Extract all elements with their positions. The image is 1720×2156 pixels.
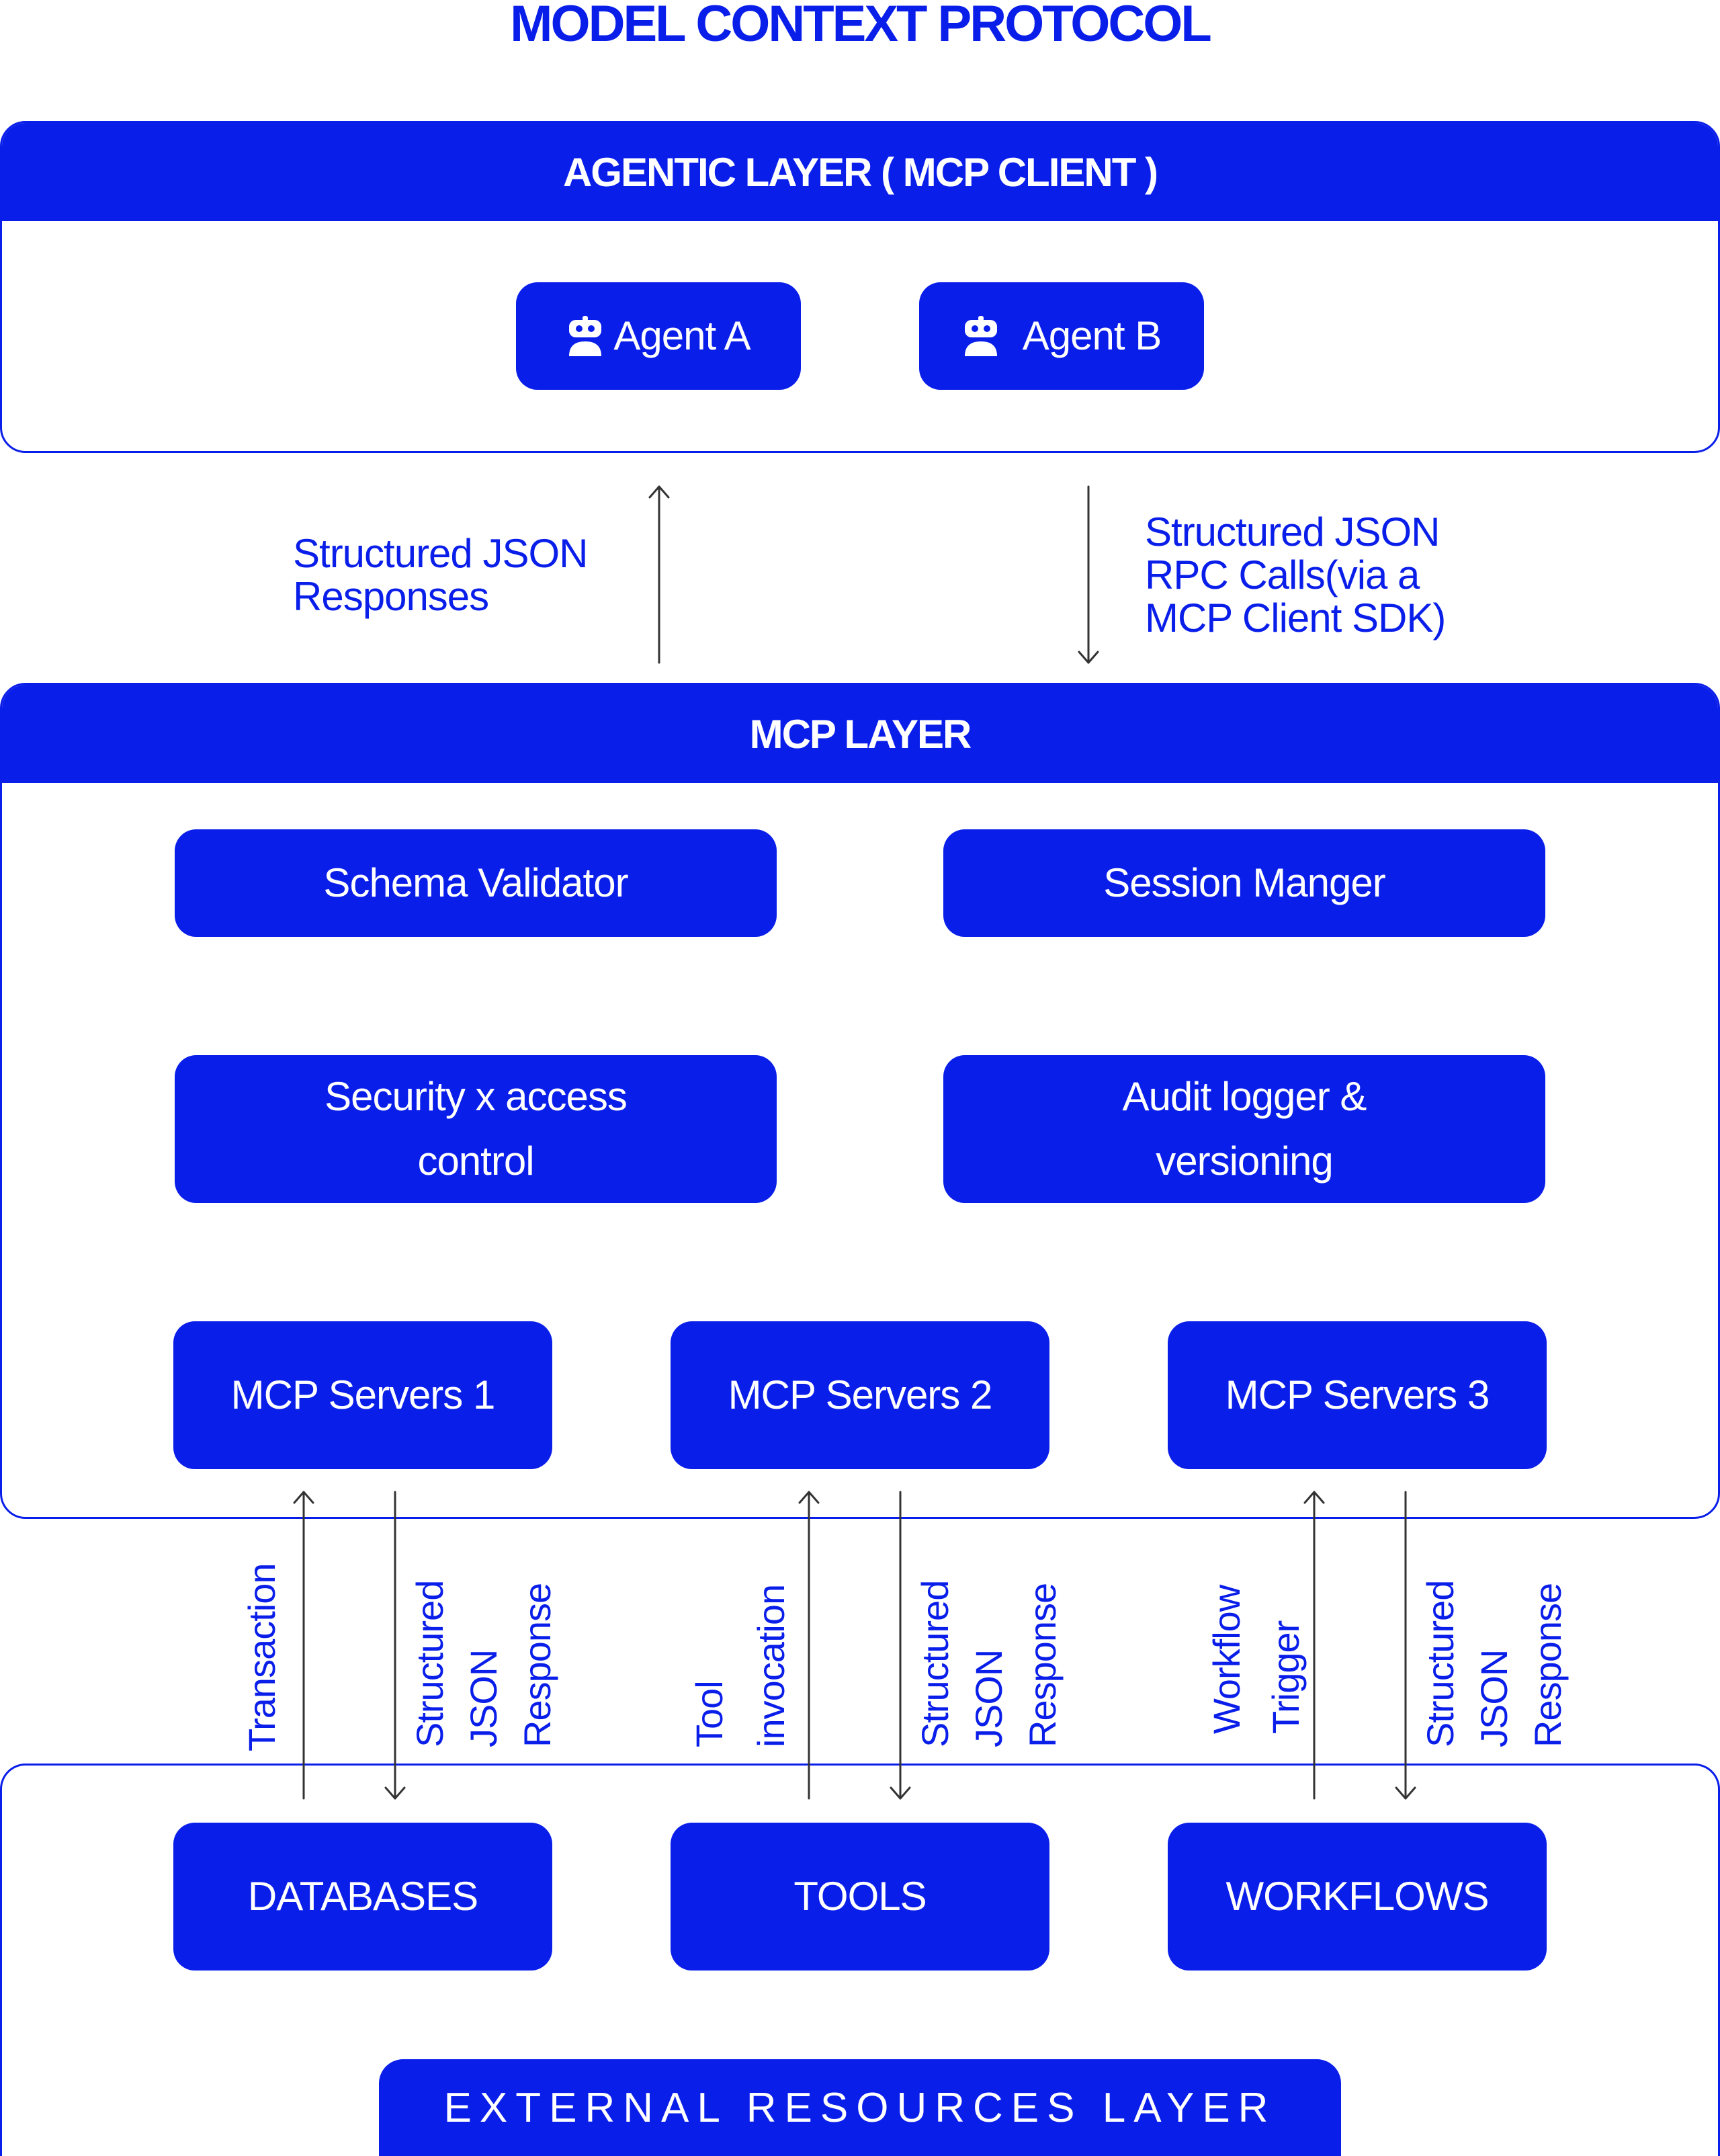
robot-icon — [964, 316, 997, 356]
mcp-server-2-box[interactable]: MCP Servers 2 — [671, 1321, 1049, 1469]
diagram-title: MODEL CONTEXT PROTOCOL — [510, 0, 1212, 52]
arrow-up-responses — [648, 485, 670, 664]
arrow-down-rpc-calls — [1078, 485, 1099, 664]
mcp-layer-header: MCP LAYER — [2, 685, 1718, 783]
external-resources-layer-label: EXTERNAL RESOURCES LAYER — [379, 2059, 1341, 2156]
mcp-server-3-box[interactable]: MCP Servers 3 — [1168, 1321, 1547, 1469]
databases-box[interactable]: DATABASES — [173, 1823, 552, 1971]
arrow-down-response-3 — [1395, 1491, 1416, 1800]
arrow-up-tool-invocation — [798, 1491, 820, 1800]
arrow-down-response-1 — [384, 1491, 406, 1800]
mcp-server-1-box[interactable]: MCP Servers 1 — [173, 1321, 552, 1469]
agent-b-box[interactable]: Agent B — [919, 282, 1204, 390]
structured-json-rpc-calls-label: Structured JSON RPC Calls(via a MCP Clie… — [1145, 509, 1446, 640]
arrow-up-transaction — [293, 1491, 314, 1800]
audit-logger-versioning-box[interactable]: Audit logger & versioning — [943, 1055, 1545, 1203]
agentic-layer-panel: AGENTIC LAYER ( MCP CLIENT ) — [0, 121, 1720, 453]
security-access-control-box[interactable]: Security x access control — [175, 1055, 777, 1203]
agent-b-label: Agent B — [1022, 313, 1162, 358]
tools-box[interactable]: TOOLS — [671, 1823, 1049, 1971]
workflows-box[interactable]: WORKFLOWS — [1168, 1823, 1547, 1971]
agentic-layer-header: AGENTIC LAYER ( MCP CLIENT ) — [2, 123, 1718, 221]
arrow-down-response-2 — [890, 1491, 911, 1800]
structured-json-responses-label: Structured JSON Responses — [293, 531, 589, 619]
robot-icon — [569, 316, 602, 356]
arrow-up-workflow-trigger — [1303, 1491, 1325, 1800]
schema-validator-box[interactable]: Schema Validator — [175, 829, 777, 937]
agent-a-box[interactable]: Agent A — [516, 282, 801, 390]
agent-a-label: Agent A — [613, 313, 750, 358]
session-manager-box[interactable]: Session Manger — [943, 829, 1545, 937]
